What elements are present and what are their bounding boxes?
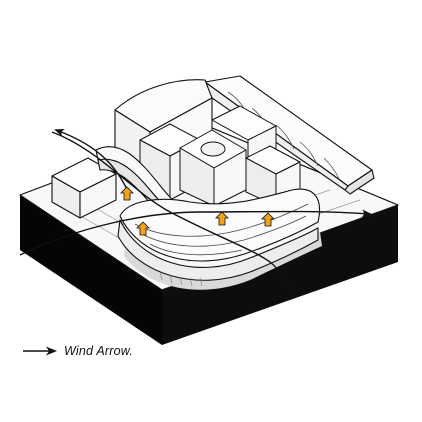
updraft-arrows [120, 186, 275, 236]
updraft-arrow-icon [215, 211, 229, 226]
updraft-arrow-icon [136, 221, 150, 236]
wind-arrow-upper-left [54, 128, 131, 197]
wind-arrow-descending [51, 131, 291, 293]
base-left-face [20, 195, 162, 345]
legend-label: Wind Arrow. [64, 344, 134, 358]
wind-arrow-main-east [19, 209, 372, 256]
wind-flow-lines [19, 128, 372, 293]
legend: Wind Arrow. [22, 341, 133, 361]
wind-arrow-icon [23, 346, 57, 356]
base-right-face [162, 205, 398, 345]
updraft-arrow-icon [261, 212, 275, 227]
central-building-cluster [139, 105, 301, 207]
updraft-arrow-icon [120, 186, 134, 201]
